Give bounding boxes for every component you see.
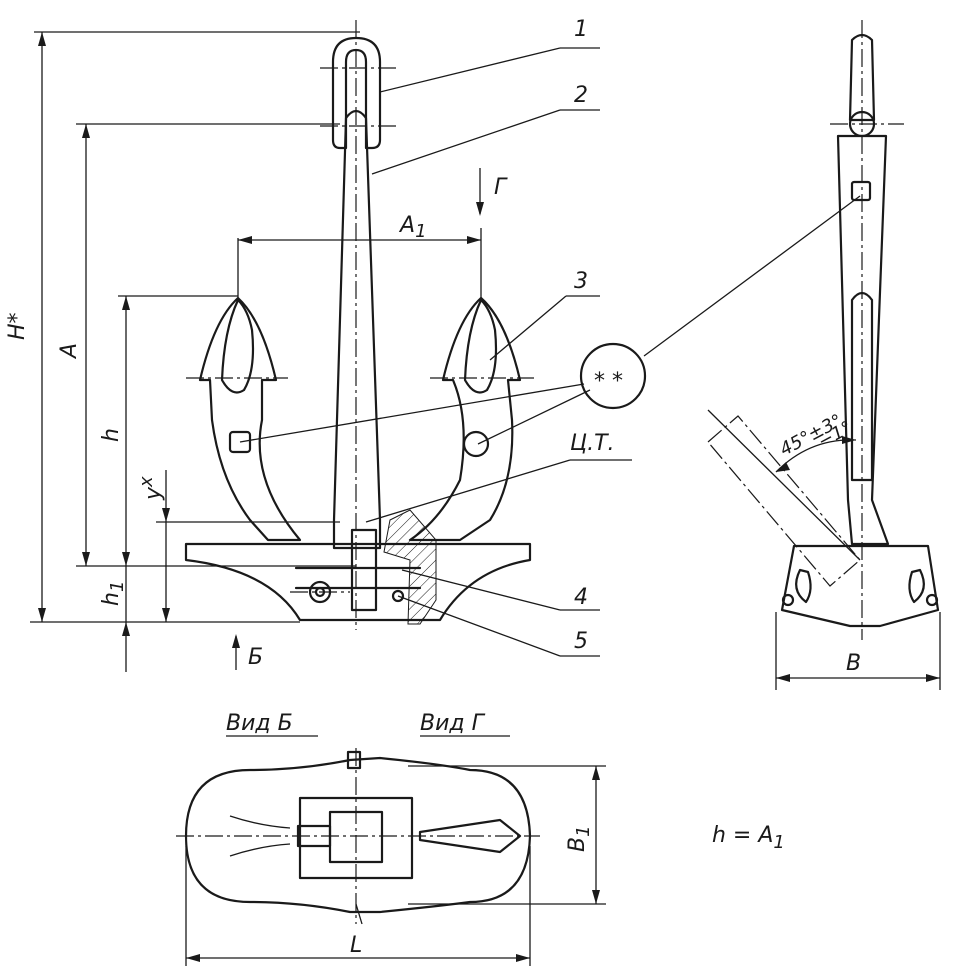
view-b-title: Вид Б bbox=[226, 711, 293, 736]
cg-label: Ц.Т. bbox=[570, 431, 615, 456]
bottom-view bbox=[176, 735, 606, 966]
dim-l: L bbox=[350, 933, 362, 958]
dim-a: A bbox=[57, 343, 82, 360]
left-mark bbox=[228, 430, 252, 454]
bottom-outline bbox=[184, 756, 532, 914]
callout-2: 2 bbox=[574, 83, 588, 108]
side-crown bbox=[780, 544, 940, 628]
crown bbox=[184, 542, 532, 622]
dim-a1: A1 bbox=[398, 213, 427, 242]
right-fluke bbox=[408, 296, 522, 542]
callout-1: 1 bbox=[574, 17, 588, 42]
dim-h1: h1 bbox=[99, 581, 128, 606]
side-view bbox=[707, 20, 941, 690]
leader-lines bbox=[239, 47, 861, 657]
front-view bbox=[184, 20, 534, 630]
formula: h = A1 bbox=[712, 823, 785, 853]
dim-b: B bbox=[846, 651, 861, 676]
shank bbox=[332, 109, 382, 550]
view-g-arrow-label: Г bbox=[494, 175, 508, 200]
callout-3: 3 bbox=[574, 269, 588, 294]
view-b-arrow-label: Б bbox=[248, 645, 263, 670]
side-shank bbox=[836, 134, 890, 546]
front-dimensions bbox=[30, 31, 484, 672]
weld-marks: * * bbox=[594, 369, 623, 394]
callout-4: 4 bbox=[574, 585, 588, 610]
callout-5: 5 bbox=[574, 629, 588, 654]
left-fluke bbox=[198, 296, 302, 542]
view-g-title: Вид Г bbox=[420, 711, 486, 736]
dim-yx: yx bbox=[136, 476, 166, 501]
dim-h-star: H* bbox=[5, 312, 30, 340]
dim-b1: B1 bbox=[565, 825, 594, 852]
weld-callout-circle bbox=[579, 342, 647, 410]
dim-h: h bbox=[99, 428, 124, 442]
right-mark bbox=[462, 430, 490, 458]
